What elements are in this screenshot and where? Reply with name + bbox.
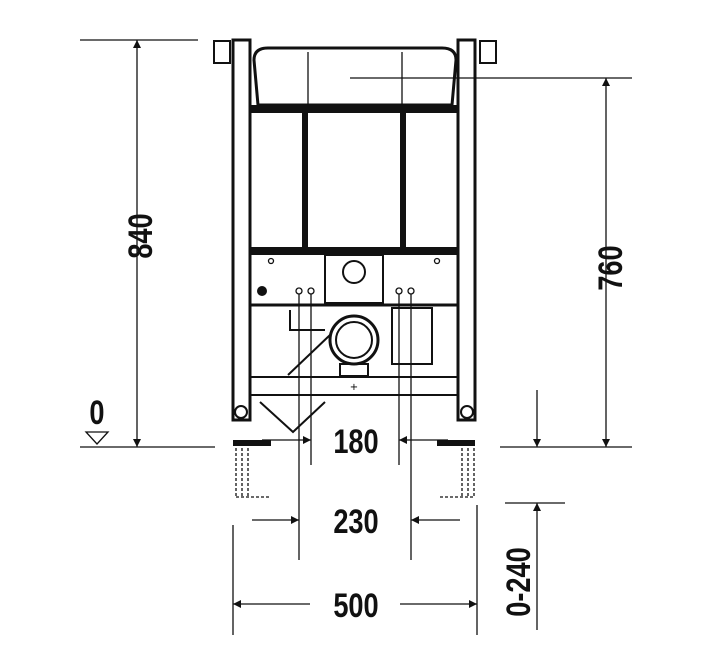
floor-zero-label: 0 — [89, 393, 104, 432]
dimension-lines — [80, 39, 632, 635]
cistern-top — [252, 46, 458, 107]
left-bracket — [213, 40, 231, 64]
dim-foot-adjust-label: 0-240 — [499, 547, 538, 617]
right-bracket — [479, 40, 497, 64]
frame: + — [213, 38, 497, 498]
left-post — [231, 38, 252, 422]
flush-box — [324, 254, 384, 304]
dim-180-label: 180 — [333, 422, 378, 461]
dim-760-label: 760 — [591, 245, 630, 290]
svg-text:+: + — [350, 382, 358, 393]
dim-500-label: 500 — [333, 586, 378, 625]
dim-230-label: 230 — [333, 502, 378, 541]
drain-pipe — [328, 314, 380, 366]
left-foot — [233, 440, 271, 446]
crossbar — [249, 376, 459, 396]
right-post — [456, 38, 477, 422]
floor-level-triangle — [84, 431, 110, 445]
dim-840-label: 840 — [121, 213, 160, 258]
right-foot — [437, 440, 475, 446]
